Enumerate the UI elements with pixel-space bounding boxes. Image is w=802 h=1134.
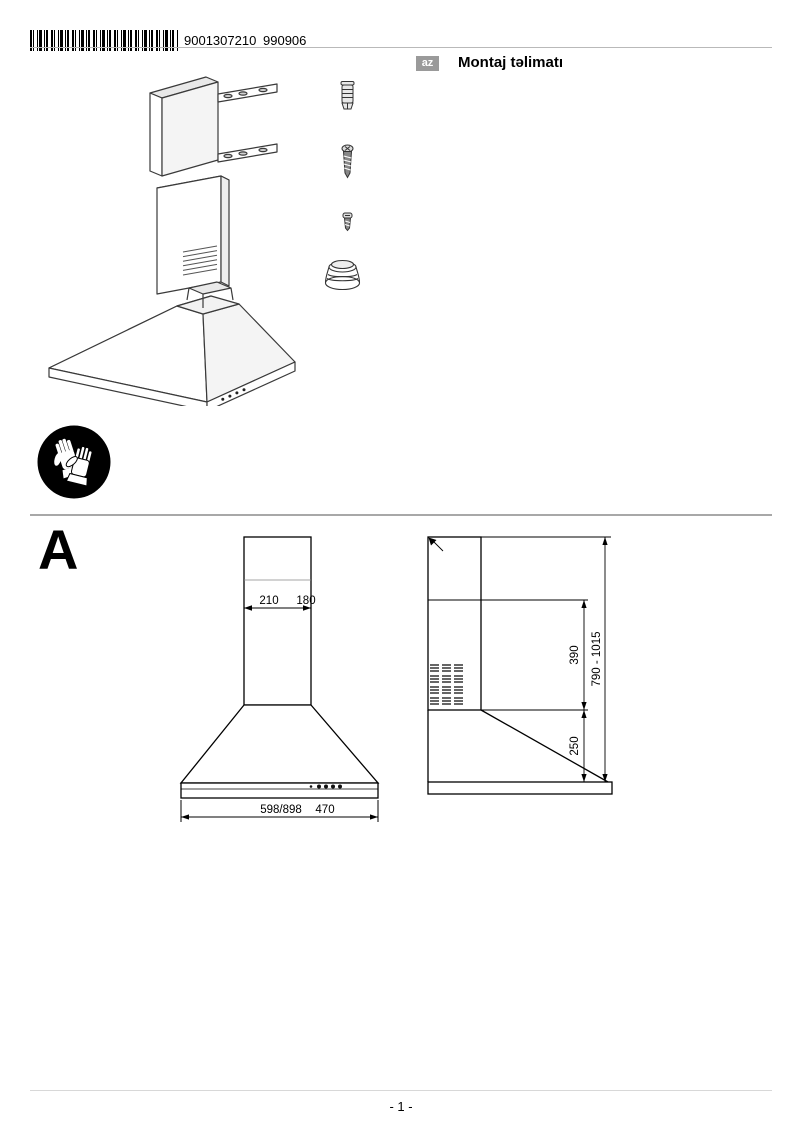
page-number: - 1 -	[389, 1099, 413, 1114]
dim-hood-depth: 470	[315, 804, 334, 816]
section-divider	[30, 514, 772, 516]
barcode	[30, 30, 178, 51]
dim-hood-width: 598/898	[260, 804, 302, 816]
dim-chimney-width: 210	[259, 595, 278, 607]
barcode-number: 9001307210	[184, 33, 257, 48]
wall-anchor-icon	[340, 81, 355, 110]
dimension-lines	[428, 536, 611, 782]
language-badge: az	[416, 56, 439, 71]
dim-upper-section: 390	[569, 645, 581, 664]
front-view-drawing: 210 180 598/898 470	[179, 536, 380, 822]
long-screw-icon	[341, 144, 354, 179]
doc-code: 990906	[263, 33, 307, 48]
wall-bracket	[149, 76, 219, 177]
footer-divider	[30, 1090, 772, 1091]
control-buttons	[221, 388, 246, 401]
chimney-section	[156, 175, 230, 295]
hood-body	[48, 281, 296, 406]
dim-chimney-depth: 180	[296, 595, 315, 607]
section-label: A	[38, 518, 79, 581]
exploded-view-diagram	[48, 76, 296, 406]
control-buttons	[309, 784, 342, 789]
short-screw-icon	[342, 212, 353, 232]
header-divider	[30, 47, 772, 48]
dimension-line-bottom	[180, 800, 379, 822]
fasteners-column	[324, 81, 361, 291]
vent-slots	[182, 245, 218, 276]
cable-grommet-icon	[324, 259, 361, 291]
vent-grille	[430, 664, 463, 705]
dim-canopy-height: 250	[569, 736, 581, 755]
mounting-rail-top	[217, 83, 278, 103]
side-view-drawing: 390 250 790 - 1015	[427, 536, 613, 795]
protective-gloves-icon	[37, 425, 111, 499]
document-title: Montaj təlimatı	[458, 54, 564, 71]
dim-total-height: 790 - 1015	[591, 632, 603, 687]
mounting-rail-bottom	[217, 143, 278, 163]
